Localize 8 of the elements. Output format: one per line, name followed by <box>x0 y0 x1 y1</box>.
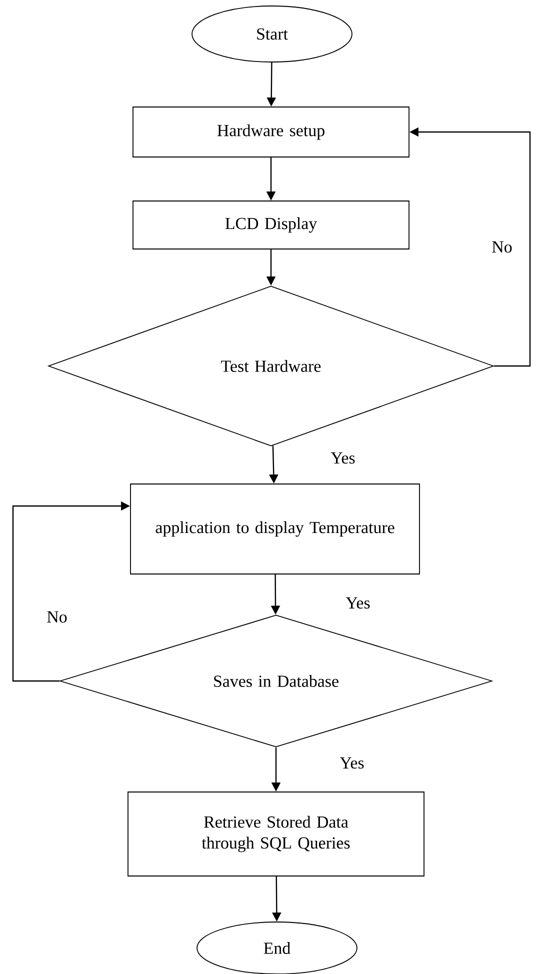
process-box: Retrieve Stored Data through SQL Queries <box>128 792 424 876</box>
edge-label: No <box>492 241 512 253</box>
process-box: application to display Temperature <box>130 484 420 574</box>
process-box: Hardware setup <box>132 106 410 158</box>
process-box: LCD Display <box>132 200 410 250</box>
edge-label: Yes <box>340 757 364 769</box>
edge-label: Yes <box>346 597 370 609</box>
edge-label: Yes <box>330 452 355 464</box>
